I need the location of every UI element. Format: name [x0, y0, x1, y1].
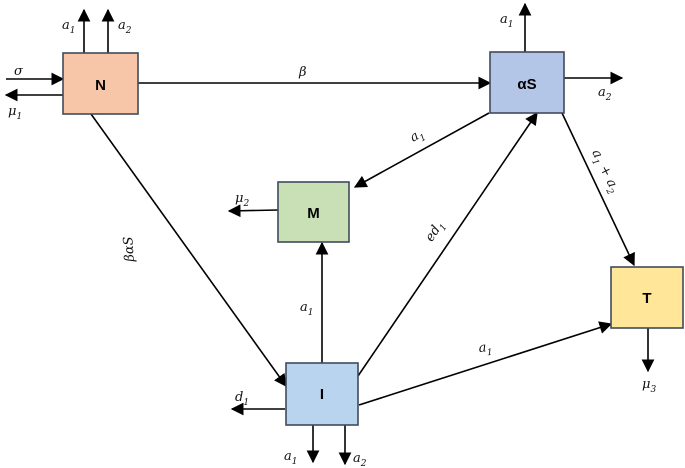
mu3-label: μ3	[642, 377, 656, 395]
mu1-label: μ1	[8, 104, 22, 122]
N-a2-label: a2	[118, 18, 132, 36]
node-S: αS	[489, 51, 565, 114]
node-N: N	[62, 52, 139, 115]
S-to-T-arrow	[561, 112, 635, 267]
I-to-T-arrow	[358, 321, 613, 406]
mu2-label: μ2	[235, 191, 249, 209]
node-S-label: αS	[517, 76, 536, 93]
beta-label: β	[298, 65, 307, 80]
mu2-outflow-arrow	[227, 204, 279, 218]
node-T: T	[610, 266, 684, 329]
I-to-S-label: ed1	[422, 218, 449, 246]
node-M: M	[277, 181, 350, 243]
S-a2-label: a2	[598, 85, 612, 103]
d1-label: d1	[235, 390, 249, 408]
I-to-S-arrow	[357, 111, 538, 377]
S-to-T-label: a1 + a2	[586, 147, 623, 197]
S-to-M-arrow	[353, 112, 490, 188]
I-to-M-label: a1	[300, 300, 314, 318]
I-to-T-label: a1	[478, 340, 493, 359]
I-a2-label: a2	[353, 451, 367, 468]
N-to-I-label: βαS	[121, 236, 138, 263]
node-T-label: T	[642, 290, 651, 307]
node-N-label: N	[95, 77, 106, 94]
arrows	[4, 2, 655, 466]
node-I-label: I	[320, 386, 324, 403]
S-to-M-label: a1	[408, 126, 429, 148]
N-to-I-arrow	[90, 113, 287, 388]
S-a1-label: a1	[500, 12, 514, 30]
sigma-label: σ	[14, 64, 24, 79]
N-a1-label: a1	[62, 18, 76, 36]
node-I: I	[285, 362, 359, 426]
node-M-label: M	[307, 205, 320, 222]
I-a1-label: a1	[284, 449, 298, 467]
